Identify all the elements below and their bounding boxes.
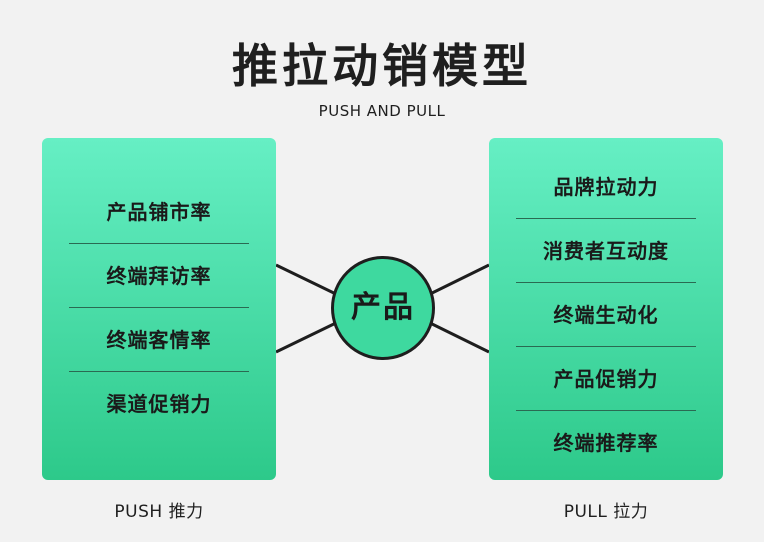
connector-line-right-bottom [425, 319, 490, 354]
pull-item: 品牌拉动力 [516, 155, 696, 219]
push-item: 渠道促销力 [106, 392, 212, 416]
push-item: 终端客情率 [69, 308, 249, 372]
diagram-subtitle: PUSH AND PULL [318, 102, 446, 120]
pull-panel: 品牌拉动力 消费者互动度 终端生动化 产品促销力 终端推荐率 [489, 138, 723, 480]
push-item: 终端拜访率 [69, 244, 249, 308]
connector-line-left-top [275, 263, 341, 298]
push-item-list: 产品铺市率 终端拜访率 终端客情率 渠道促销力 [69, 180, 249, 436]
push-caption: PUSH 推力 [114, 502, 204, 522]
push-panel: 产品铺市率 终端拜访率 终端客情率 渠道促销力 [42, 138, 276, 480]
product-hub-circle: 产品 [331, 256, 435, 360]
push-item: 产品铺市率 [69, 180, 249, 244]
pull-item: 终端推荐率 [553, 431, 659, 455]
connector-line-left-bottom [275, 319, 341, 354]
pull-caption: PULL 拉力 [563, 502, 649, 522]
connector-line-right-top [425, 263, 490, 298]
pull-item: 终端生动化 [516, 283, 696, 347]
diagram-title: 推拉动销模型 [232, 39, 532, 93]
pull-item-list: 品牌拉动力 消费者互动度 终端生动化 产品促销力 终端推荐率 [516, 155, 696, 475]
pull-item: 产品促销力 [516, 347, 696, 411]
pull-item: 消费者互动度 [516, 219, 696, 283]
